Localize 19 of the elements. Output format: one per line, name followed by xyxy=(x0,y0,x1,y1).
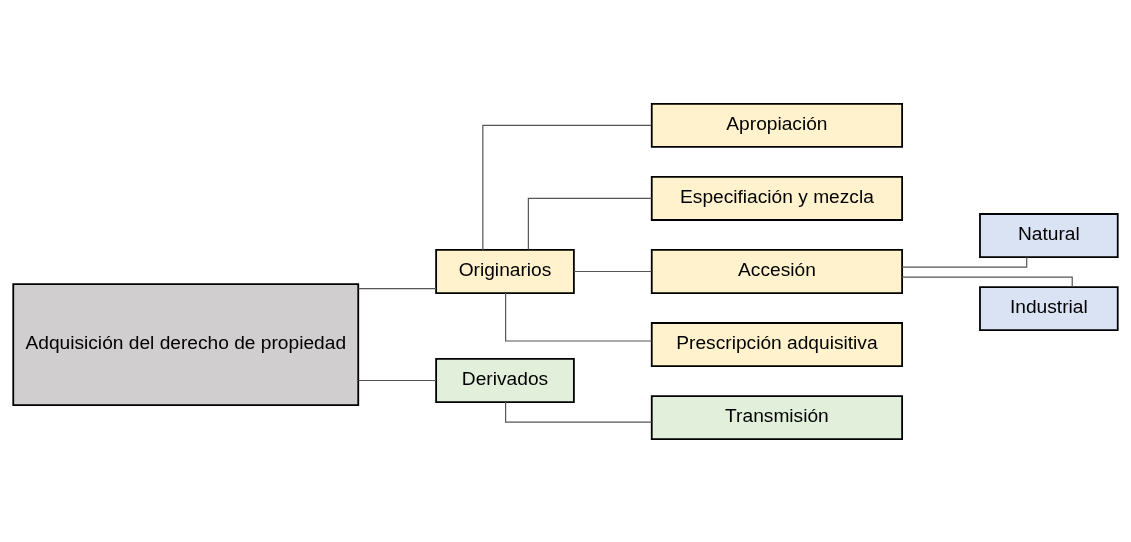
connector xyxy=(901,256,1028,268)
node-box: Apropiación xyxy=(650,102,903,148)
connector xyxy=(357,379,437,381)
connector xyxy=(505,401,653,423)
node-box: Natural xyxy=(979,212,1119,258)
node-box: Accesión xyxy=(650,248,903,294)
node-box: Industrial xyxy=(979,285,1119,331)
node-box: Adquisición del derecho de propiedad xyxy=(12,282,360,406)
node-box: Derivados xyxy=(435,357,575,403)
connector xyxy=(482,124,652,251)
connector xyxy=(505,292,653,342)
node-box: Transmisión xyxy=(650,394,903,440)
connector xyxy=(357,287,437,289)
connector xyxy=(573,270,653,272)
node-box: Prescripción adquisitiva xyxy=(650,321,903,367)
node-box: Especifiación y mezcla xyxy=(650,175,903,221)
connector xyxy=(901,276,1073,288)
node-box: Originarios xyxy=(435,248,575,294)
connector xyxy=(527,197,653,250)
